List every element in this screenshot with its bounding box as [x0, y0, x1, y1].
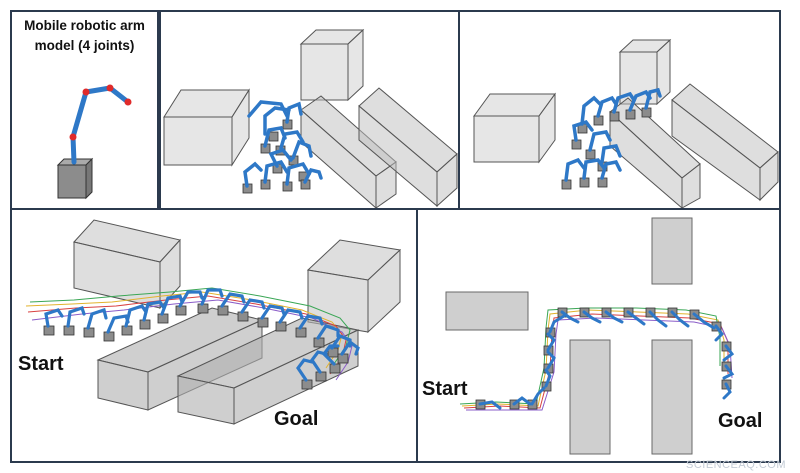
- path-3d-drawing: [25, 219, 402, 425]
- obstacle-center-rect: [569, 339, 611, 455]
- panel-robot-model: Mobile robotic arm model (4 joints): [10, 10, 159, 210]
- joint-2: [82, 88, 90, 96]
- obstacle-top-right-box: [306, 239, 402, 334]
- panel-path-3d: Start Goal: [10, 208, 418, 463]
- path-robots: [43, 288, 360, 390]
- obstacle-right-beam: [358, 87, 458, 208]
- start-label: Start: [422, 378, 468, 400]
- watermark: SCIENCEAQ.COM: [685, 459, 786, 471]
- obstacle-tall-box: [299, 28, 365, 102]
- start-label: Start: [18, 353, 64, 375]
- scene-a-drawing: [163, 28, 458, 208]
- obstacle-top-rect: [651, 217, 693, 285]
- panel-scene-samples-b: [458, 10, 781, 210]
- robot-samples: [242, 100, 323, 194]
- obstacle-center-beam: [300, 95, 397, 208]
- obstacles-topdown: [445, 217, 693, 455]
- robot-arm: [70, 85, 131, 165]
- scene-b-drawing: [473, 38, 779, 208]
- robot-base: [56, 157, 94, 200]
- robot-samples: [561, 87, 662, 190]
- topdown-robots: [475, 307, 735, 410]
- obstacle-left-box: [163, 88, 250, 167]
- path-topdown-drawing: [445, 217, 735, 455]
- goal-label: Goal: [718, 410, 763, 432]
- obstacle-right-beam: [671, 83, 779, 202]
- panel-scene-samples-a: [159, 10, 460, 210]
- panel-path-topdown: Start Goal: [416, 208, 781, 463]
- joint-4: [124, 98, 132, 106]
- obstacle-right-rect: [651, 339, 693, 455]
- obstacle-left-rect: [445, 291, 529, 331]
- model-title: Mobile robotic arm model (4 joints): [24, 18, 145, 53]
- obstacle-left-box: [473, 92, 556, 164]
- joint-3: [106, 84, 114, 92]
- joint-1: [69, 133, 77, 141]
- goal-label: Goal: [274, 408, 319, 430]
- obstacle-top-left-box: [73, 219, 181, 310]
- robot-joints: [69, 84, 132, 141]
- robot-model-drawing: [56, 84, 132, 200]
